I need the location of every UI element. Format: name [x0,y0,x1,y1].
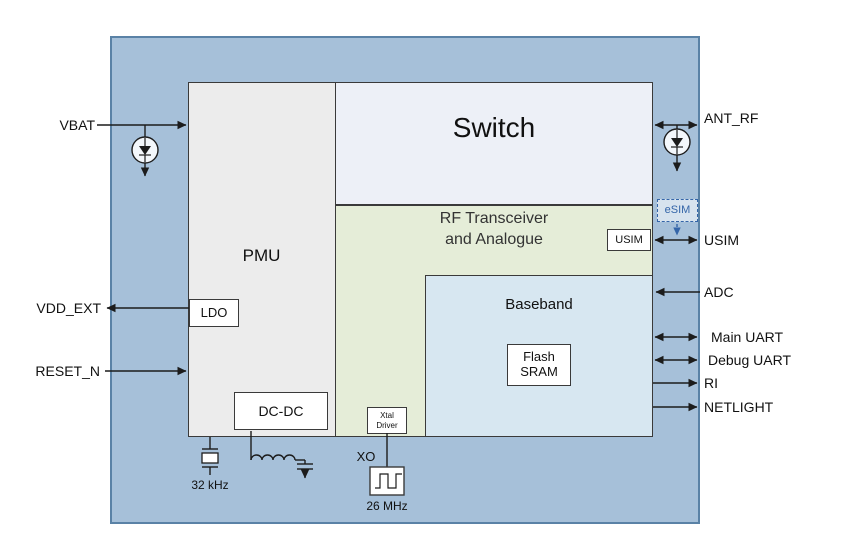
dcdc-label: DC-DC [258,402,304,419]
pin-label-ri: RI [704,375,718,391]
label-xo: XO [356,449,376,464]
rf-label-line1: RF Transceiver [439,210,549,227]
pmu-label: PMU [242,246,281,265]
dcdc-block: DC-DC [234,392,328,430]
switch-block [335,82,653,205]
pin-label-vbat: VBAT [59,117,95,133]
flash-sram-block: Flash SRAM [507,344,571,386]
ldo-block: LDO [189,299,239,327]
sram-label: SRAM [520,364,558,379]
xtal-label-line1: Xtal [380,411,394,421]
ldo-label: LDO [200,304,228,320]
usim-block: USIM [607,229,651,251]
pin-label-reset-n: RESET_N [35,363,100,379]
rf-label-line2: and Analogue [445,231,543,248]
pin-label-main-uart: Main UART [711,329,784,345]
pin-label-usim: USIM [704,232,739,248]
pin-label-ant-rf: ANT_RF [704,110,759,126]
esim-label: eSIM [664,204,691,217]
usim-block-label: USIM [615,233,643,246]
pin-label-adc: ADC [704,284,734,300]
xtal-driver-block: Xtal Driver [367,407,407,434]
pin-label-debug-uart: Debug UART [708,352,792,368]
pin-label-netlight: NETLIGHT [704,399,774,415]
switch-label: Switch [452,112,536,143]
pin-label-vdd-ext: VDD_EXT [36,300,101,316]
xtal-label-line2: Driver [376,420,398,430]
esim-block: eSIM [657,199,698,222]
label-26mhz: 26 MHz [366,499,408,513]
label-32khz: 32 kHz [191,478,229,492]
flash-label: Flash [523,349,555,365]
baseband-label: Baseband [505,296,573,313]
